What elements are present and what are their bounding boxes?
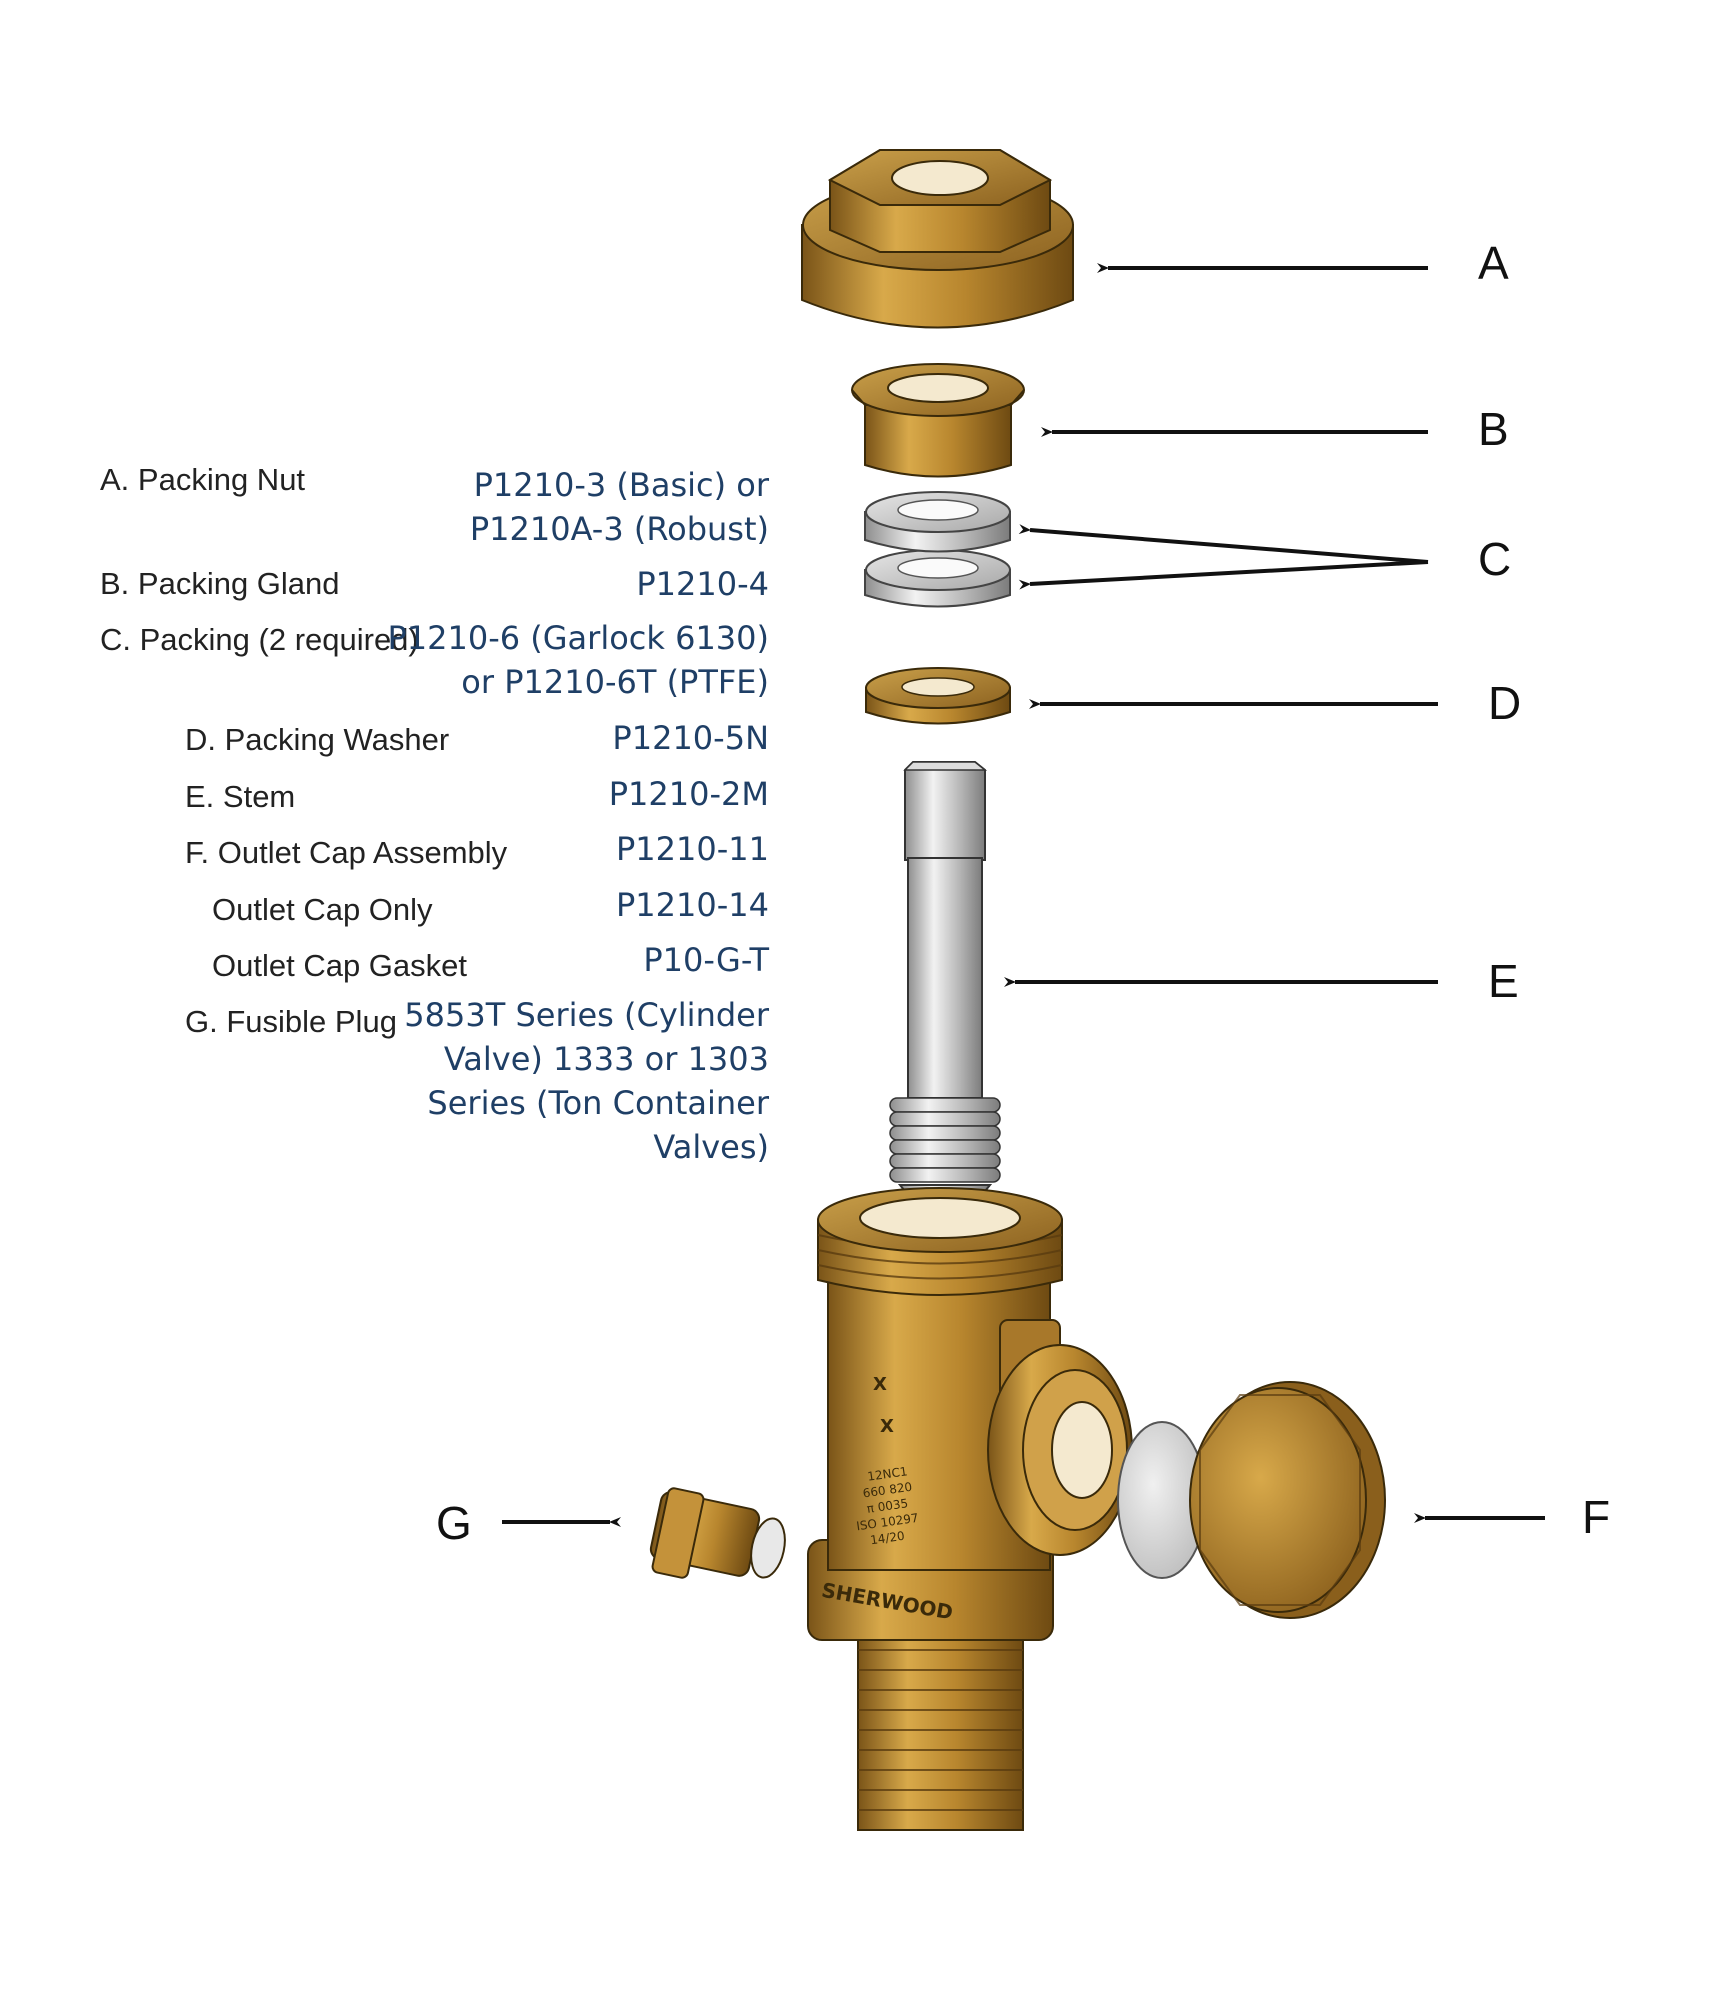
body-mark-line-1: 12NC1 — [867, 1464, 909, 1483]
part-number-packing: P1210-6 (Garlock 6130) or P1210-6T (PTFE… — [387, 619, 769, 701]
valve-body: X X 12NC1 660 820 π 0035 ISO 10297 14/20… — [807, 1187, 1133, 1831]
body-mark-line-3: π 0035 — [866, 1496, 909, 1516]
callout-d: D — [1488, 677, 1522, 729]
part-name-packing-gland: B. Packing Gland — [100, 566, 340, 601]
part-number-outlet-cap-assembly: P1210-11 — [616, 830, 769, 868]
body-mark-x2: X — [880, 1416, 894, 1437]
callout-f: F — [1582, 1491, 1611, 1543]
part-name-packing: C. Packing (2 required) — [100, 622, 419, 657]
body-mark-line-2: 660 820 — [862, 1480, 913, 1501]
fusible-plug — [649, 1487, 786, 1579]
part-number-packing-washer: P1210-5N — [612, 719, 769, 757]
packing-gland — [851, 363, 1025, 478]
part-number-outlet-cap-gasket: P10-G-T — [643, 941, 769, 979]
packing-nut — [801, 149, 1074, 329]
part-name-outlet-cap-assembly: F. Outlet Cap Assembly — [185, 835, 508, 870]
arrow-c-lower — [1018, 560, 1429, 590]
packing-washer — [865, 667, 1011, 725]
part-name-outlet-cap-only: Outlet Cap Only — [212, 892, 433, 927]
outlet-cap — [1189, 1381, 1386, 1619]
part-name-fusible-plug: G. Fusible Plug — [185, 1004, 397, 1039]
callout-arrows — [502, 263, 1545, 1527]
callout-g: G — [436, 1497, 472, 1549]
part-name-packing-nut: A. Packing Nut — [100, 462, 306, 497]
callout-a: A — [1478, 237, 1509, 289]
part-name-packing-washer: D. Packing Washer — [185, 722, 450, 757]
part-number-outlet-cap-only: P1210-14 — [616, 886, 769, 924]
part-number-packing-gland: P1210-4 — [636, 565, 769, 603]
stem-threads — [889, 1097, 1001, 1183]
part-number-packing-nut: P1210-3 (Basic) or P1210A-3 (Robust) — [469, 466, 769, 548]
part-name-stem: E. Stem — [185, 779, 296, 814]
callout-e: E — [1488, 955, 1519, 1007]
body-mark-x1: X — [873, 1374, 887, 1395]
part-number-stem: P1210-2M — [608, 775, 769, 813]
packing-rings — [864, 491, 1011, 608]
part-name-outlet-cap-gasket: Outlet Cap Gasket — [212, 948, 468, 983]
arrow-c-upper — [1018, 524, 1429, 564]
callout-c: C — [1478, 533, 1512, 585]
callout-b: B — [1478, 403, 1509, 455]
part-number-fusible-plug: 5853T Series (Cylinder Valve) 1333 or 13… — [404, 996, 769, 1166]
body-mark-line-5: 14/20 — [869, 1529, 905, 1548]
